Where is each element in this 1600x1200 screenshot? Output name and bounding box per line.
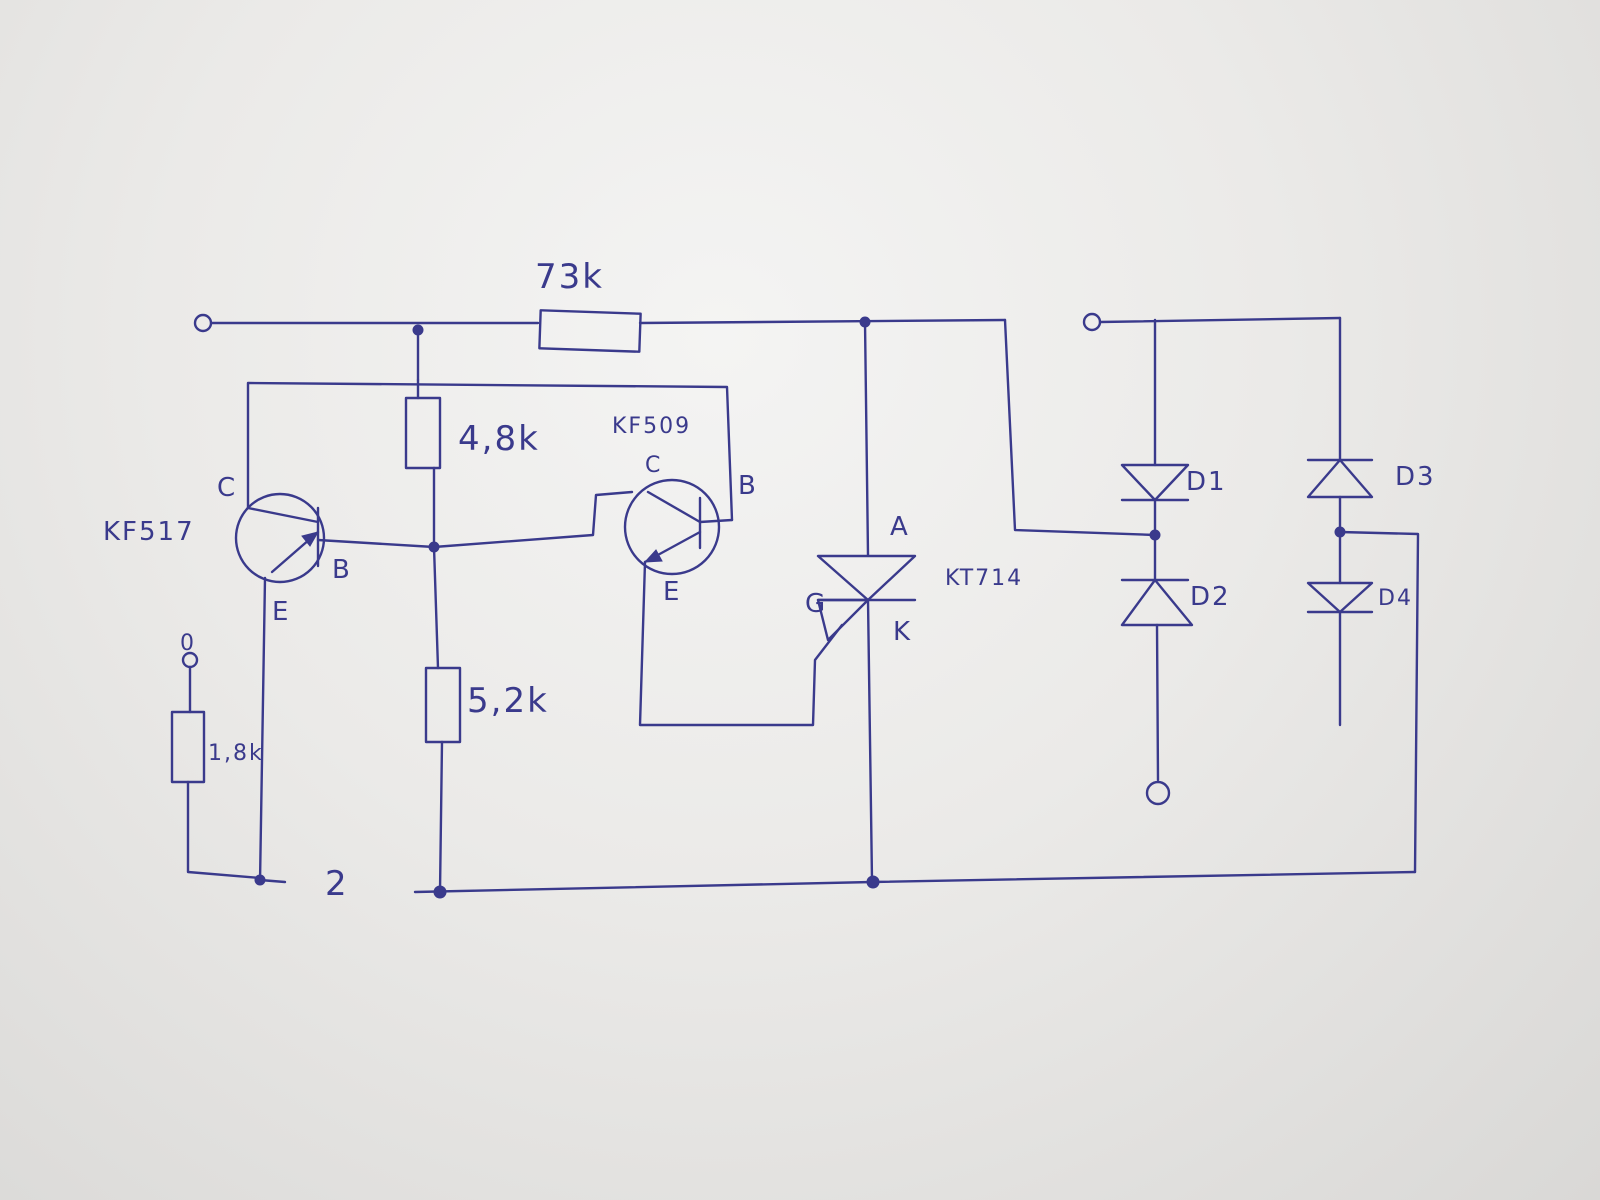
junction-dot	[866, 875, 880, 889]
resistor-4-8k-label: 4,8k	[458, 419, 540, 459]
kf517-base-label: B	[332, 555, 352, 585]
thyristor-kt714	[816, 320, 917, 882]
terminal-bottom-right[interactable]	[1145, 780, 1171, 806]
transistor-kf517	[234, 492, 436, 584]
kf517-emitter-label: E	[272, 597, 290, 627]
diode-d1	[1120, 463, 1190, 502]
kf509-base-label: B	[738, 471, 758, 501]
terminal-0-label: 0	[180, 631, 196, 656]
resistor-73k	[538, 309, 642, 353]
resistor-73k-label: 73k	[535, 257, 604, 297]
resistor-1-8k-label: 1,8k	[208, 741, 264, 766]
kf509-collector-label: C	[645, 453, 662, 478]
terminal-2-label: 2	[325, 864, 349, 904]
resistor-4-8k	[404, 396, 442, 470]
upper-bus-wire	[246, 381, 734, 522]
kf517-collector-label: C	[217, 473, 237, 503]
resistor-1-8k	[170, 710, 206, 784]
thyristor-anode-label: A	[890, 512, 910, 542]
thyristor-gate-label: G	[805, 589, 827, 619]
bottom-rail	[413, 870, 1417, 894]
resistor-5-2k-label: 5,2k	[467, 681, 549, 721]
thyristor-cathode-label: K	[893, 617, 912, 647]
diode-d2-label: D2	[1190, 582, 1231, 612]
diode-d4	[1306, 581, 1374, 614]
kf509-part-label: KF509	[612, 414, 691, 439]
kf509-emitter-label: E	[663, 577, 681, 607]
thyristor-part-label: KT714	[945, 566, 1023, 591]
transistor-kf509	[623, 478, 734, 576]
kf517-part-label: KF517	[103, 517, 195, 547]
top-rail	[210, 318, 1007, 325]
input-terminal-left[interactable]	[193, 313, 213, 333]
diode-d3-label: D3	[1395, 462, 1436, 492]
diode-d4-label: D4	[1378, 586, 1413, 611]
output-terminal-right[interactable]	[1082, 312, 1102, 332]
diode-d3	[1306, 458, 1374, 499]
diode-d1-label: D1	[1186, 467, 1227, 497]
junction-dot	[433, 885, 447, 899]
resistor-5-2k	[424, 666, 462, 744]
diode-d2	[1120, 578, 1194, 627]
